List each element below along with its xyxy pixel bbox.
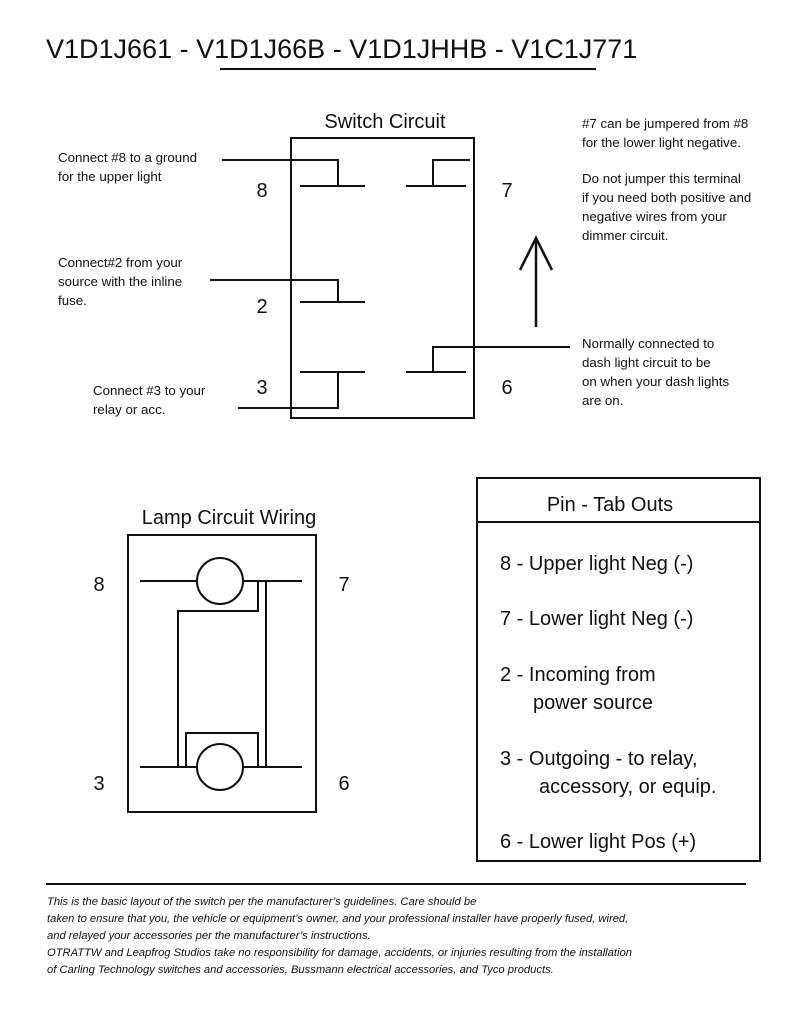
pin-label-3: 3	[256, 377, 267, 399]
lamp-pin-label-7: 7	[338, 574, 349, 596]
switch-body	[290, 137, 475, 419]
note-pin-6: Normally connected to dash light circuit…	[582, 336, 733, 408]
title-separator: -	[325, 34, 349, 64]
note-pin-7-warning: Do not jumper this terminal if you need …	[582, 171, 755, 243]
pin-label-2: 2	[256, 296, 267, 318]
pin-row-8: 8 - Upper light Neg (-)	[500, 553, 693, 575]
pin-row-3: 3 - Outgoing - to relay, accessory, or e…	[500, 748, 717, 798]
pin-row-2: 2 - Incoming from power source	[500, 664, 661, 714]
lamp-body	[127, 534, 317, 813]
lead-wire-3	[238, 372, 339, 409]
pin-table-title: Pin - Tab Outs	[547, 494, 673, 516]
disclaimer-line: This is the basic layout of the switch p…	[47, 896, 477, 908]
title-part-1: V1D1J661	[46, 34, 172, 64]
lower-lamp	[196, 743, 244, 791]
disclaimer-line: taken to ensure that you, the vehicle or…	[47, 913, 629, 925]
title-separator: -	[487, 34, 511, 64]
lamp-circuit-title: Lamp Circuit Wiring	[142, 507, 316, 529]
pin-row-6: 6 - Lower light Pos (+)	[500, 831, 696, 853]
page-title: V1D1J661 - V1D1J66B - V1D1JHHB - V1C1J77…	[46, 34, 637, 64]
wire-7-to-lower-lamp	[243, 581, 267, 768]
up-arrow-icon	[518, 235, 554, 327]
switch-circuit: Switch Circuit 8 7 2 3 6 Connect #8 to a…	[58, 111, 755, 419]
lead-wire-6	[432, 346, 570, 372]
note-pin-3: Connect #3 to your relay or acc.	[93, 383, 209, 417]
title-separator: -	[172, 34, 196, 64]
lamp-pin-label-8: 8	[93, 574, 104, 596]
disclaimer-line: of Carling Technology switches and acces…	[47, 964, 554, 976]
pin-label-8: 8	[256, 180, 267, 202]
title-part-3: V1D1JHHB	[349, 34, 487, 64]
note-pin-2: Connect#2 from your source with the inli…	[58, 255, 186, 308]
pin-table-frame	[476, 477, 761, 862]
upper-lamp	[196, 557, 244, 605]
pin-label-6: 6	[501, 377, 512, 399]
disclaimer-line: and relayed your accessories per the man…	[47, 930, 371, 942]
lead-wire-7	[432, 159, 470, 186]
wire-upper-lamp-to-3	[177, 581, 259, 767]
switch-circuit-title: Switch Circuit	[324, 111, 446, 133]
pin-table: Pin - Tab Outs 8 - Upper light Neg (-) 7…	[476, 477, 761, 862]
lead-wire-2	[210, 279, 339, 302]
title-part-2: V1D1J66B	[196, 34, 325, 64]
lamp-pin-label-3: 3	[93, 773, 104, 795]
pin-row-7: 7 - Lower light Neg (-)	[500, 608, 693, 630]
disclaimer-footer: This is the basic layout of the switch p…	[47, 894, 747, 979]
disclaimer-line: OTRATTW and Leapfrog Studios take no res…	[47, 947, 632, 959]
lead-wire-8	[222, 159, 339, 186]
title-part-4: V1C1J771	[511, 34, 637, 64]
note-pin-8: Connect #8 to a ground for the upper lig…	[58, 150, 201, 184]
note-pin-7-jumper: #7 can be jumpered from #8 for the lower…	[582, 116, 752, 150]
wire-lower-lamp-loop	[185, 732, 259, 767]
lamp-circuit: Lamp Circuit Wiring 8 7 3 6	[93, 507, 350, 813]
pin-label-7: 7	[501, 180, 512, 202]
lamp-pin-label-6: 6	[338, 773, 349, 795]
